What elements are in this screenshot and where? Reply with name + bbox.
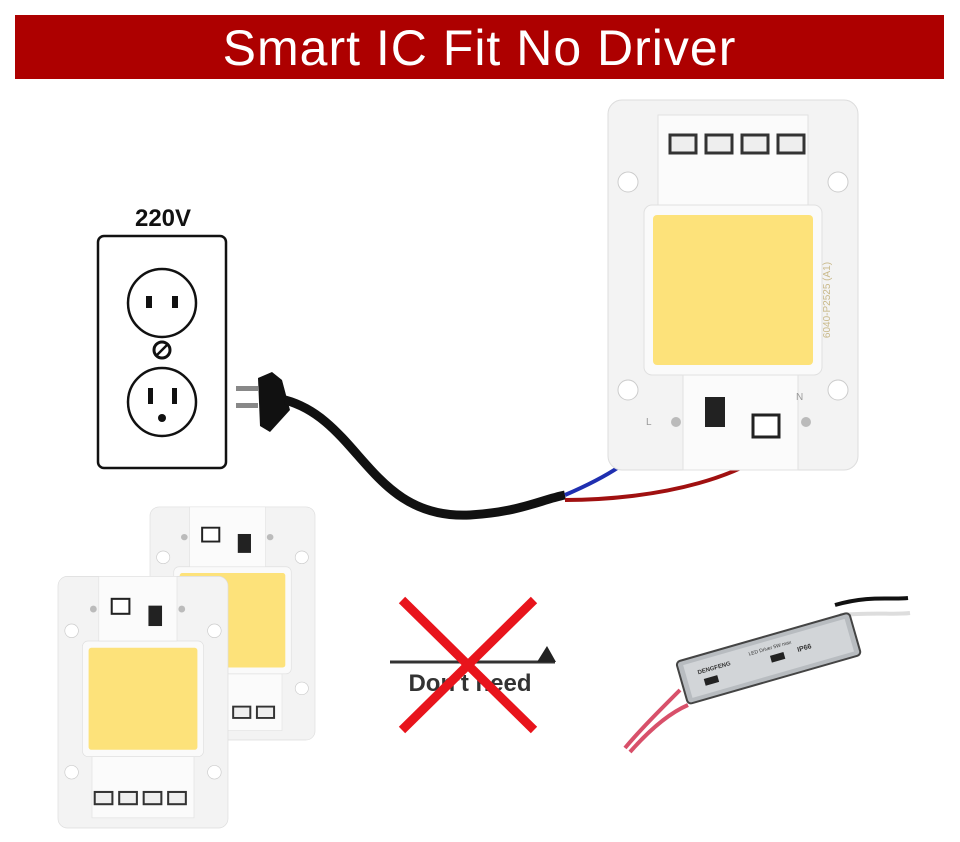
led-chip-main: 6040-P2525 (A1) L N bbox=[606, 98, 860, 472]
power-plug bbox=[236, 372, 290, 432]
led-driver: DENGFENG LED Driver 5W max IP66 bbox=[623, 596, 911, 754]
voltage-label: 220V bbox=[135, 205, 191, 232]
power-cable bbox=[283, 395, 566, 520]
terminal-n: N bbox=[796, 392, 803, 403]
dont-need-label: Don't need bbox=[408, 670, 531, 697]
chip-marking: 6040-P2525 (A1) bbox=[822, 262, 833, 338]
driver-ip: IP66 bbox=[797, 643, 813, 654]
no-driver-sign: Don't need bbox=[390, 596, 556, 734]
led-chip-front bbox=[56, 575, 230, 830]
terminal-l: L bbox=[646, 417, 652, 428]
wall-outlet bbox=[96, 234, 228, 470]
title-banner: Smart IC Fit No Driver bbox=[15, 15, 944, 79]
